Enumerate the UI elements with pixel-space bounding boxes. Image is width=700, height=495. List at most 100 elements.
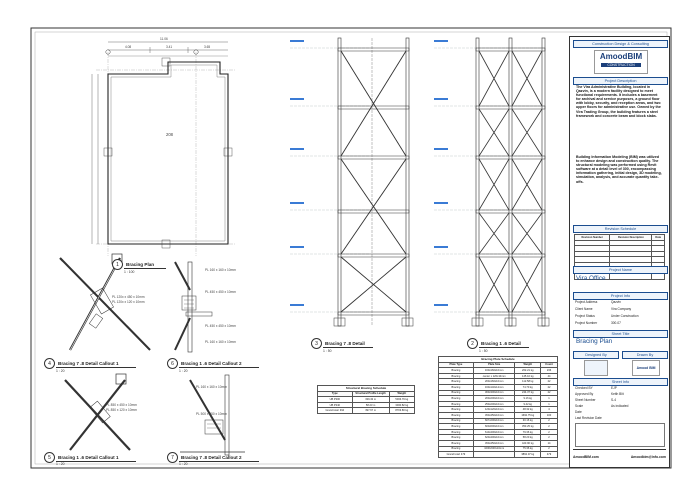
- view-title-2: 2 Bracing 1 .6 Detail: [467, 338, 521, 349]
- callout-7-drawing: [180, 374, 245, 456]
- view-title-4: 4 Bracing 7 .8 Detail Callout 1: [44, 358, 119, 369]
- view-scale: 1 : 20: [179, 462, 188, 466]
- title-block: Construction Design & Consulting AmoodBI…: [569, 36, 670, 468]
- table-cell: 2: [540, 428, 558, 436]
- table-cell: Bracing: [438, 372, 474, 380]
- project-name: Vira Office: [576, 275, 606, 282]
- table-cell: Bracing: [438, 389, 474, 397]
- callout-note: PL 500 x 450 x 10mm: [196, 412, 227, 416]
- table-cell: Grand total: 479: [438, 451, 474, 458]
- table-cell: 607x200x10mm: [472, 417, 516, 425]
- table-cell: Bracing: [438, 367, 474, 374]
- callout-note: PL 120x x 450 x 10mm: [112, 295, 145, 299]
- table-cell: Bracing: [438, 428, 474, 436]
- logo-text: AmoodBIM: [599, 52, 643, 61]
- view-scale: 1 : 100: [124, 270, 135, 274]
- designer-name: Amood BIM: [636, 366, 656, 370]
- plan-area-label: 208: [166, 132, 173, 137]
- info-value: EJP: [611, 386, 617, 390]
- table-cell: 2: [540, 445, 558, 453]
- info-key: Project Number: [575, 321, 598, 325]
- project-info-header: Project Info: [573, 292, 668, 300]
- view-number: 1: [112, 259, 123, 270]
- elevation-bracing-1-6: [434, 37, 550, 327]
- view-number: 3: [311, 338, 322, 349]
- info-key: Sheet Number: [575, 398, 596, 402]
- view-title: Bracing 1 .6 Detail Callout 2: [181, 361, 242, 366]
- table-cell: 300x300x10mm: [472, 389, 516, 397]
- view-title-1: 1 Bracing Plan: [112, 259, 154, 270]
- view-number: 7: [167, 452, 178, 463]
- table-cell: 2: [540, 434, 558, 441]
- view-title-3: 3 Bracing 7 .8 Detail: [311, 338, 365, 349]
- table-cell: Bracing: [438, 400, 474, 408]
- view-number: 5: [44, 452, 55, 463]
- info-key: Project Status: [575, 314, 595, 318]
- view-number: 6: [167, 358, 178, 369]
- table-cell: Bracing: [438, 411, 474, 419]
- sheet-title: Bracing Plan: [576, 338, 613, 345]
- view-scale: 1 : 50: [479, 349, 488, 353]
- table-cell: center x 120x10mm: [472, 372, 516, 380]
- info-value: S-4: [611, 398, 616, 402]
- info-row: Sheet Number S-4: [575, 398, 663, 402]
- firm-header: Construction Design & Consulting: [573, 40, 668, 48]
- info-key: Date: [575, 410, 582, 414]
- sheet-title-header: Sheet Title: [573, 330, 668, 338]
- table-cell: 236: [540, 367, 558, 374]
- table-cell: 4: [540, 406, 558, 413]
- plan-dim-3: 3.65: [204, 45, 211, 49]
- view-title-6: 6 Bracing 1 .6 Detail Callout 2: [167, 358, 242, 369]
- table-cell: 120x120x10mm: [472, 406, 516, 413]
- table-cell: 610x400x10mm: [472, 428, 516, 436]
- table-cell: 22: [540, 384, 558, 391]
- bracing-plate-schedule: Bracing Plate Schedule Plate Type Plate …: [438, 356, 558, 458]
- description-paragraph: The Vira Administrative Building, locate…: [576, 85, 661, 118]
- sheet-info-header: Sheet Info: [573, 378, 668, 386]
- table-cell: 100: [540, 411, 558, 419]
- schedule-title: Bracing Plate Schedule: [438, 356, 558, 363]
- table-cell: 160x160x10mm: [472, 367, 516, 374]
- logo-subtext: CONSTRUCTION: [601, 63, 641, 67]
- column-header: Weight: [388, 390, 416, 398]
- table-cell: Bracing: [438, 395, 474, 402]
- table-row: Grand total: 394 397.67 m 8703.80 kg: [317, 407, 416, 414]
- table-cell: 44: [540, 372, 558, 380]
- table-cell: 397.67 m: [351, 407, 390, 414]
- table-cell: Bracing: [438, 417, 474, 425]
- table-row: UB P300 339.43 m 5033.79 kg: [317, 396, 416, 403]
- callout-note: PL 450 x 450 x 10mm: [205, 290, 236, 294]
- table-cell: 5033.79 kg: [388, 396, 416, 403]
- company-logo: AmoodBIM CONSTRUCTION: [594, 50, 648, 74]
- project-name-header: Project Name: [573, 266, 668, 274]
- table-cell: 3030.82 kg: [388, 401, 416, 409]
- view-title: Bracing 7 .8 Detail Callout 2: [181, 455, 242, 460]
- view-scale: 1 : 20: [56, 369, 65, 373]
- designed-by-header: Designed By: [573, 351, 619, 359]
- table-cell: 479: [540, 451, 558, 458]
- elevation-bracing-7-8: [290, 37, 414, 327]
- signature-box: [575, 423, 665, 447]
- info-value: Keith Blit: [611, 392, 624, 396]
- callout-note: PL 120x x 120 x 10mm: [112, 300, 145, 304]
- table-cell: 2: [540, 423, 558, 430]
- bracing-plan-view: [91, 41, 236, 256]
- footer-url: AmoodBIM.com: [573, 455, 599, 459]
- info-row: Date: [575, 410, 663, 414]
- info-key: Client Name: [575, 307, 593, 311]
- table-cell: 600x600x10mm: [472, 423, 516, 430]
- callout-4-drawing: [59, 253, 153, 355]
- callout-note: PL 160 x 160 x 10mm: [196, 385, 227, 389]
- view-title: Bracing Plan: [126, 262, 155, 267]
- table-cell: Bracing: [438, 445, 474, 453]
- table-cell: 14: [540, 439, 558, 447]
